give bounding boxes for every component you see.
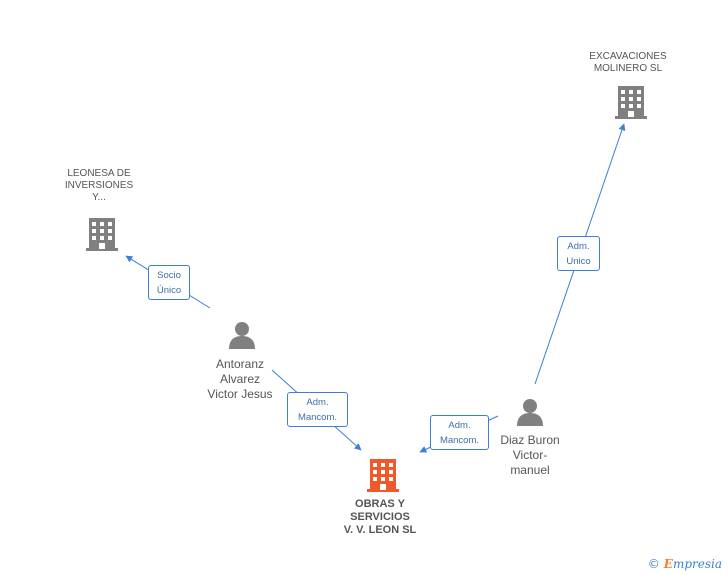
node-label-antoranz[interactable]: Antoranz Alvarez Victor Jesus xyxy=(207,357,273,401)
node-label-diaz[interactable]: Diaz Buron Victor- manuel xyxy=(500,433,560,477)
brand-watermark: ©Empresia xyxy=(648,557,722,571)
person-icon[interactable] xyxy=(229,322,255,349)
building-icon[interactable] xyxy=(86,218,118,251)
edge-label-adm-mancom-antoranz: Adm. Mancom. xyxy=(287,392,348,427)
node-label-excavaciones[interactable]: EXCAVACIONES MOLINERO SL xyxy=(589,51,667,74)
brand-letter: E xyxy=(663,557,673,571)
node-label-leonesa[interactable]: LEONESA DE INVERSIONES Y... xyxy=(64,168,134,203)
brand-name: mpresia xyxy=(672,557,722,571)
person-icon[interactable] xyxy=(517,399,543,426)
copyright-icon: © xyxy=(647,557,660,571)
node-label-obras[interactable]: OBRAS Y SERVICIOS V. V. LEON SL xyxy=(343,498,417,536)
building-icon[interactable] xyxy=(615,86,647,119)
edge-label-adm-mancom-diaz: Adm. Mancom. xyxy=(430,415,489,450)
edge-label-socio-unico: Socio Único xyxy=(148,265,190,300)
edge-label-adm-unico: Adm. Unico xyxy=(557,236,600,271)
building-icon[interactable] xyxy=(367,459,399,492)
